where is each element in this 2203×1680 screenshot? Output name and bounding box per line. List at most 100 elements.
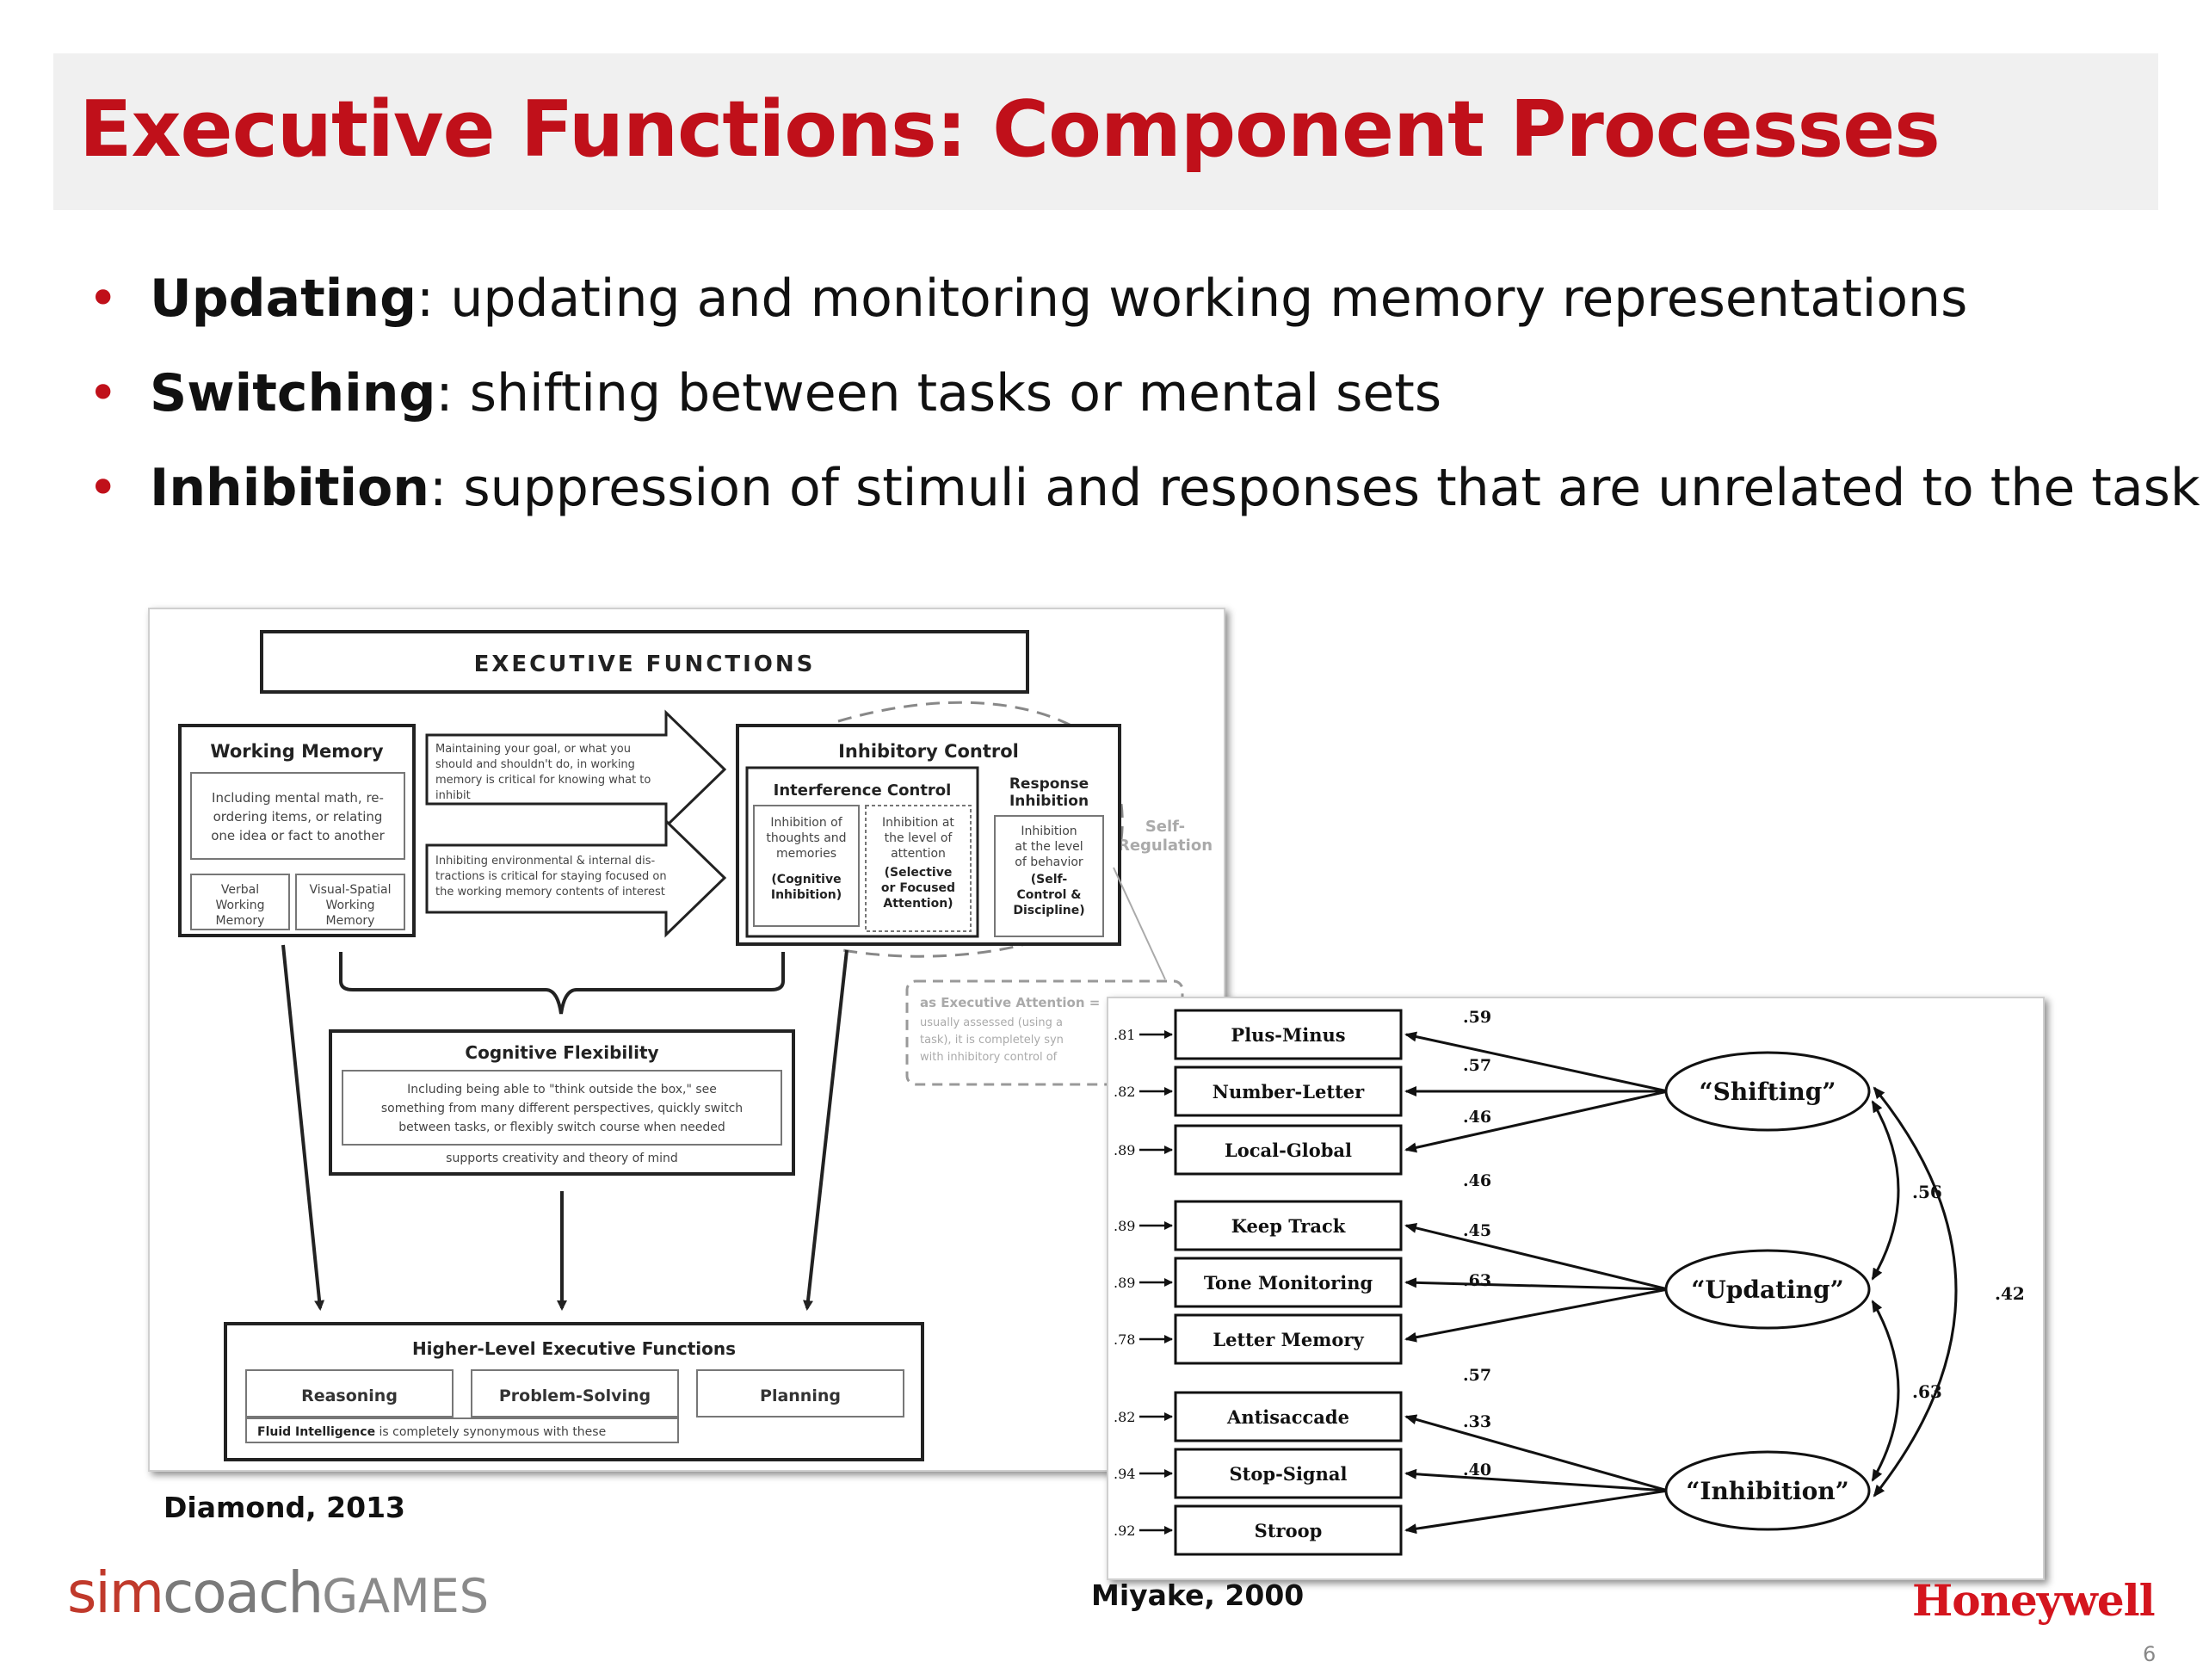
hl-item-reasoning: Reasoning bbox=[301, 1387, 398, 1405]
arrow1-line-1: Maintaining your goal, or what you bbox=[435, 743, 631, 756]
wm-title: Working Memory bbox=[210, 741, 383, 762]
fluid-rest: is completely synonymous with these bbox=[375, 1425, 606, 1439]
resp-6: Discipline) bbox=[1013, 904, 1084, 917]
corr-update-inhib bbox=[1871, 1300, 1900, 1482]
interference-title: Interference Control bbox=[774, 781, 952, 800]
honeywell-logo: Honeywell bbox=[1912, 1575, 2156, 1626]
task-box bbox=[1174, 1391, 1403, 1442]
bullet-dot: • bbox=[88, 363, 119, 423]
error-value: .82 bbox=[1114, 1409, 1135, 1425]
bullet-dot: • bbox=[88, 458, 119, 518]
fluid-intelligence-box bbox=[245, 1418, 679, 1443]
corr-shift-update bbox=[1871, 1100, 1900, 1281]
task-box bbox=[1174, 1124, 1403, 1176]
simcoach-games-logo: simcoachGAMES bbox=[67, 1560, 489, 1626]
logo-games: GAMES bbox=[322, 1569, 490, 1623]
arrow1-line-4: inhibit bbox=[435, 789, 471, 802]
task-name: Tone Monitoring bbox=[1204, 1272, 1373, 1294]
caption-miyake: Miyake, 2000 bbox=[1091, 1578, 1305, 1612]
ea-connector bbox=[1113, 867, 1166, 980]
error-value: .92 bbox=[1114, 1522, 1135, 1539]
bullet-text: : shifting between tasks or mental sets bbox=[435, 363, 1442, 423]
slide-title: Executive Functions: Component Processes bbox=[79, 84, 1941, 175]
wm-verbal-3: Memory bbox=[216, 914, 265, 928]
planning-box bbox=[696, 1369, 904, 1418]
sel-3: attention bbox=[891, 847, 946, 861]
arrow-ic-to-higher bbox=[803, 949, 848, 1311]
cog-3: memories bbox=[776, 847, 836, 861]
task-name: Letter Memory bbox=[1213, 1329, 1364, 1350]
wm-desc-3: one idea or fact to another bbox=[211, 828, 385, 843]
problem-solving-box bbox=[471, 1369, 679, 1418]
block-arrow-1 bbox=[425, 709, 727, 830]
arrow2-line-1: Inhibiting environmental & internal dis- bbox=[435, 855, 656, 868]
fluid-intelligence: Fluid Intelligence is completely synonym… bbox=[257, 1425, 606, 1439]
corr-shift-inhib bbox=[1873, 1086, 1958, 1498]
ea-3: task), it is completely syn bbox=[920, 1034, 1064, 1047]
sel-1: Inhibition at bbox=[882, 816, 954, 830]
hl-item-problem: Problem-Solving bbox=[499, 1387, 651, 1405]
arrow-wm-to-higher bbox=[281, 944, 325, 1311]
wm-desc-2: ordering items, or relating bbox=[213, 809, 383, 825]
bullet-list: • Updating: updating and monitoring worki… bbox=[86, 251, 2200, 535]
self-reg-2: Regulation bbox=[1118, 837, 1213, 855]
cog-5: Inhibition) bbox=[771, 888, 842, 902]
error-value: .89 bbox=[1114, 1218, 1135, 1234]
ic-title: Inhibitory Control bbox=[838, 741, 1019, 762]
task-box bbox=[1174, 1200, 1403, 1251]
selective-attention-box bbox=[865, 805, 972, 932]
loading-arrow bbox=[1404, 1223, 1669, 1291]
cf-desc-3: between tasks, or flexibly switch course… bbox=[398, 1121, 725, 1134]
resp-5: Control & bbox=[1017, 888, 1082, 902]
page-number: 6 bbox=[2143, 1642, 2157, 1666]
loading-value: .57 bbox=[1463, 1056, 1491, 1075]
arrow1-line-3: memory is critical for knowing what to bbox=[435, 774, 651, 787]
ea-4: with inhibitory control of bbox=[920, 1051, 1058, 1064]
fluid-bold: Fluid Intelligence bbox=[257, 1425, 375, 1439]
bracket bbox=[339, 952, 785, 1015]
loading-arrow bbox=[1404, 1468, 1669, 1492]
task-group: Plus-Minus.81.59Number-Letter.82.57Local… bbox=[1114, 1008, 1669, 1556]
sel-2: the level of bbox=[885, 831, 953, 845]
arrow2-line-2: tractions is critical for staying focuse… bbox=[435, 870, 667, 883]
corr-shift-inhib-value: .42 bbox=[1995, 1283, 2025, 1304]
cf-desc-1: Including being able to "think outside t… bbox=[407, 1083, 717, 1096]
bullet-term: Inhibition bbox=[150, 458, 430, 518]
loading-value: .57 bbox=[1463, 1366, 1491, 1385]
task-box bbox=[1174, 1065, 1403, 1117]
loading-value: .63 bbox=[1463, 1271, 1491, 1290]
ef-title-box bbox=[260, 630, 1029, 694]
wm-visual-1: Visual-Spatial bbox=[309, 883, 391, 897]
logo-sim: sim bbox=[67, 1560, 164, 1626]
task-box bbox=[1174, 1313, 1403, 1365]
wm-visual-2: Working bbox=[325, 899, 374, 912]
loading-value: .33 bbox=[1463, 1412, 1491, 1431]
loading-value: .45 bbox=[1463, 1221, 1491, 1240]
task-name: Stop-Signal bbox=[1230, 1463, 1348, 1485]
factor-updating: “Updating” bbox=[1691, 1275, 1843, 1304]
bullet-inhibition: • Inhibition: suppression of stimuli and … bbox=[86, 441, 2200, 535]
miyake-diagram: Plus-Minus.81.59Number-Letter.82.57Local… bbox=[1114, 1008, 2025, 1556]
cog-1: Inhibition of bbox=[770, 816, 842, 830]
error-value: .78 bbox=[1114, 1331, 1135, 1348]
loading-arrow bbox=[1404, 1090, 1669, 1153]
bullet-dot: • bbox=[88, 269, 119, 329]
ea-1: as Executive Attention = bbox=[920, 995, 1100, 1010]
resp-4: (Self- bbox=[1031, 873, 1068, 886]
ea-2: usually assessed (using a bbox=[920, 1016, 1063, 1029]
bullet-term: Updating bbox=[150, 269, 417, 329]
error-value: .89 bbox=[1114, 1275, 1135, 1291]
bullet-text: : updating and monitoring working memory… bbox=[417, 269, 1968, 329]
bullet-updating: • Updating: updating and monitoring worki… bbox=[86, 251, 2200, 346]
response-inhibition-box bbox=[994, 815, 1104, 937]
task-box bbox=[1174, 1504, 1403, 1556]
wm-desc-box bbox=[190, 772, 405, 860]
bullet-switching: •Switching: shifting between tasks or me… bbox=[86, 346, 2200, 441]
bullet-text: : suppression of stimuli and responses t… bbox=[429, 458, 2200, 518]
caption-diamond: Diamond, 2013 bbox=[164, 1491, 406, 1524]
logo-coach: coach bbox=[163, 1560, 324, 1626]
arrow1-line-2: should and shouldn't do, in working bbox=[435, 758, 635, 771]
task-name: Local-Global bbox=[1225, 1140, 1352, 1161]
wm-verbal-2: Working bbox=[215, 899, 264, 912]
